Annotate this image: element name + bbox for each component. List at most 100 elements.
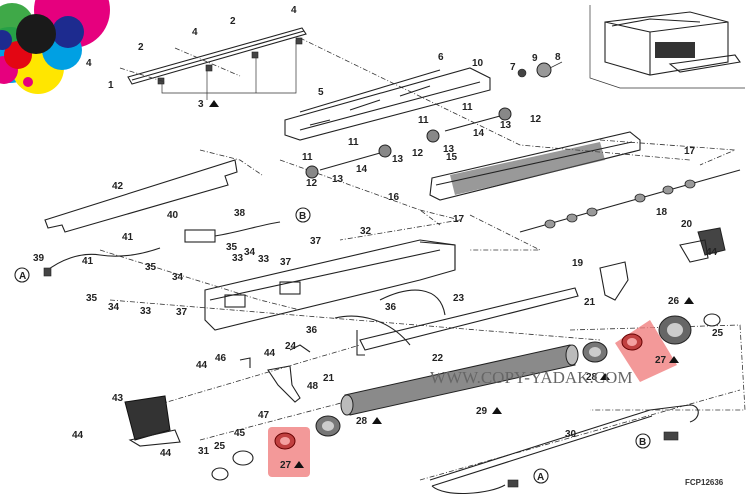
label-37: 37 bbox=[310, 236, 322, 247]
triangle-icon bbox=[600, 373, 610, 380]
part-38-harness bbox=[184, 207, 311, 243]
label-34: 34 bbox=[244, 247, 256, 258]
label-35: 35 bbox=[86, 293, 98, 304]
label-31: 31 bbox=[198, 446, 210, 457]
label-37: 37 bbox=[176, 307, 188, 318]
label-35: 35 bbox=[145, 262, 157, 273]
label-6: 6 bbox=[438, 52, 444, 63]
label-11: 11 bbox=[462, 102, 473, 113]
label-44: 44 bbox=[264, 348, 276, 359]
label-2: 2 bbox=[230, 16, 236, 27]
label-42: 42 bbox=[112, 181, 124, 192]
highlight-part-27-right bbox=[615, 320, 677, 382]
label-19: 19 bbox=[572, 258, 584, 269]
label-33: 33 bbox=[140, 306, 152, 317]
triangle-icon bbox=[294, 461, 304, 468]
label-1: 1 bbox=[108, 80, 114, 91]
label-15: 15 bbox=[446, 152, 458, 163]
label-41: 41 bbox=[82, 256, 94, 267]
label-13: 13 bbox=[332, 174, 344, 185]
label-22: 22 bbox=[432, 353, 444, 364]
label-37: 37 bbox=[280, 257, 292, 268]
part-19-20-brackets bbox=[599, 227, 726, 301]
label-13: 13 bbox=[392, 154, 404, 165]
copier-inset bbox=[589, 5, 745, 89]
triangle-icon bbox=[669, 356, 679, 363]
label-9: 9 bbox=[532, 53, 538, 64]
label-36: 36 bbox=[306, 325, 318, 336]
part-22-rail bbox=[334, 287, 579, 356]
rollers-upper bbox=[305, 61, 563, 179]
part-labels: 1 2 2 3 4 4 4 5 6 7 8 9 10 11 11 11 11 1… bbox=[33, 5, 724, 471]
label-47: 47 bbox=[258, 410, 270, 421]
label-2: 2 bbox=[138, 42, 144, 53]
label-11: 11 bbox=[418, 115, 429, 126]
part-1-bracket bbox=[119, 27, 307, 100]
part-18-shaft bbox=[519, 169, 741, 233]
label-34: 34 bbox=[108, 302, 120, 313]
label-12: 12 bbox=[530, 114, 542, 125]
label-12: 12 bbox=[306, 178, 318, 189]
label-14: 14 bbox=[473, 128, 485, 139]
label-28: 28 bbox=[586, 372, 598, 383]
label-13: 13 bbox=[443, 144, 455, 155]
label-18: 18 bbox=[656, 207, 668, 218]
part-30-lamp-cable bbox=[429, 404, 699, 495]
label-21: 21 bbox=[584, 297, 596, 308]
label-23: 23 bbox=[453, 293, 465, 304]
label-48: 48 bbox=[307, 381, 319, 392]
part-16-guide bbox=[429, 131, 641, 201]
part-43-bracket bbox=[124, 395, 181, 447]
label-13: 13 bbox=[500, 120, 512, 131]
label-33: 33 bbox=[258, 254, 270, 265]
label-39: 39 bbox=[33, 253, 45, 264]
callout-circles bbox=[14, 247, 161, 283]
left-lever-parts bbox=[239, 344, 311, 403]
label-20: 20 bbox=[681, 219, 693, 230]
label-17: 17 bbox=[453, 214, 465, 225]
label-26: 26 bbox=[668, 296, 680, 307]
triangle-icon bbox=[684, 297, 694, 304]
label-24: 24 bbox=[285, 341, 297, 352]
part-42-plate bbox=[44, 159, 238, 233]
label-45: 45 bbox=[234, 428, 246, 439]
watermark-text: WWW.COPY-YADAK.COM bbox=[430, 368, 632, 387]
label-38: 38 bbox=[234, 208, 246, 219]
label-16: 16 bbox=[388, 192, 400, 203]
label-34: 34 bbox=[172, 272, 184, 283]
label-44: 44 bbox=[160, 448, 172, 459]
part-32-frame bbox=[204, 239, 456, 331]
cmyk-logo bbox=[0, 0, 110, 94]
label-46: 46 bbox=[215, 353, 227, 364]
label-40: 40 bbox=[167, 210, 179, 221]
label-36: 36 bbox=[385, 302, 397, 313]
label-32: 32 bbox=[360, 226, 372, 237]
callout-b-top: B bbox=[299, 211, 306, 222]
label-25: 25 bbox=[712, 328, 724, 339]
label-29: 29 bbox=[476, 406, 488, 417]
label-44: 44 bbox=[72, 430, 84, 441]
label-28: 28 bbox=[356, 416, 368, 427]
label-21: 21 bbox=[323, 373, 335, 384]
part-29-heat-roller bbox=[340, 344, 579, 416]
part-10-frame bbox=[284, 67, 491, 141]
triangle-icon bbox=[209, 100, 219, 107]
label-4: 4 bbox=[291, 5, 297, 16]
label-3: 3 bbox=[198, 99, 204, 110]
callout-b-bottom: B bbox=[639, 437, 646, 448]
bearings bbox=[211, 313, 721, 481]
label-8: 8 bbox=[555, 52, 561, 63]
label-5: 5 bbox=[318, 87, 324, 98]
label-27: 27 bbox=[280, 460, 292, 471]
label-12: 12 bbox=[412, 148, 424, 159]
label-11: 11 bbox=[348, 137, 359, 148]
label-7: 7 bbox=[510, 62, 516, 73]
label-44: 44 bbox=[706, 247, 718, 258]
figure-code: FCP12636 bbox=[685, 478, 724, 487]
label-4: 4 bbox=[192, 27, 198, 38]
callout-a-bottom: A bbox=[537, 472, 544, 483]
assembly-dashed-lines bbox=[99, 37, 746, 481]
triangle-icon bbox=[492, 407, 502, 414]
